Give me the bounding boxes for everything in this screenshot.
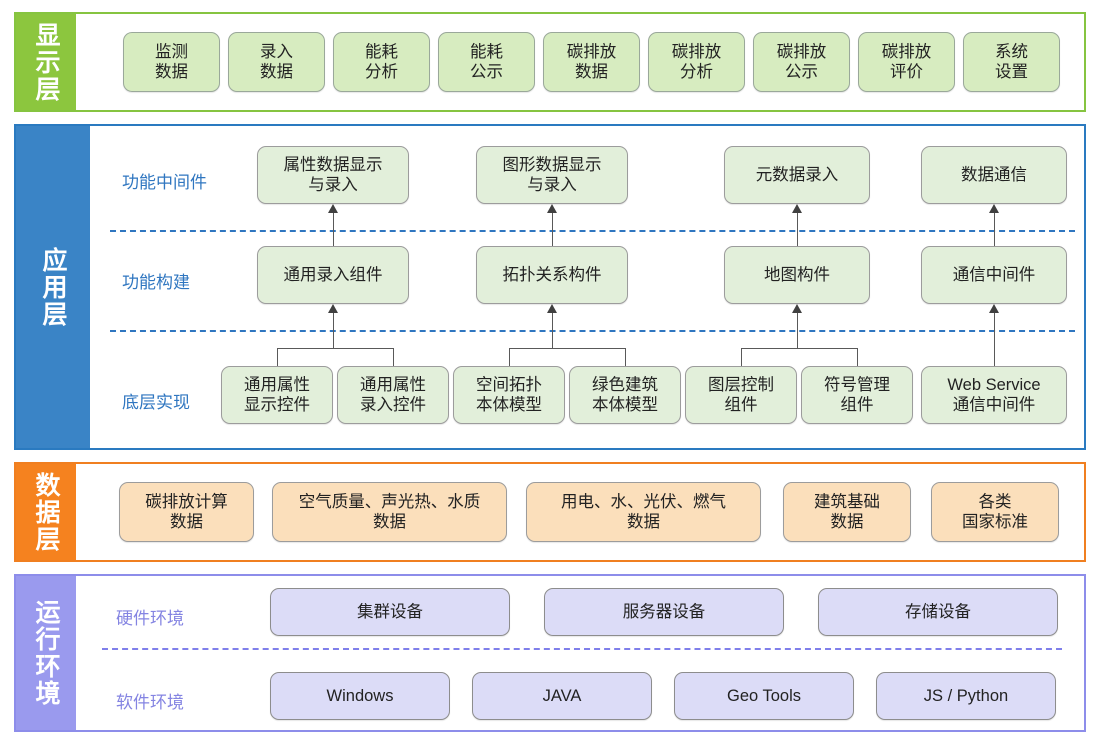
connector-line-impl-to-construction-2 xyxy=(552,313,553,348)
connector-arrow-construction-to-middleware-2 xyxy=(547,204,557,213)
display-node-carbon-data[interactable]: 碳排放 数据 xyxy=(543,32,640,92)
connector-arrow-construction-to-middleware-1 xyxy=(328,204,338,213)
display-layer-body: 监测 数据 录入 数据 能耗 分析 能耗 公示 碳排放 数据 碳排放 分析 碳排… xyxy=(76,14,1084,110)
impl-node-generic-attribute-entry-widget[interactable]: 通用属性 录入控件 xyxy=(337,366,449,424)
data-node-national-standards[interactable]: 各类 国家标准 xyxy=(931,482,1059,542)
impl-node-green-building-ontology-model[interactable]: 绿色建筑 本体模型 xyxy=(569,366,681,424)
connector-bar-impl-group-3 xyxy=(741,348,858,349)
connector-arrow-construction-to-middleware-4 xyxy=(989,204,999,213)
connector-arrow-impl-to-construction-2 xyxy=(547,304,557,313)
construction-node-map-component[interactable]: 地图构件 xyxy=(724,246,870,304)
connector-arrow-impl-to-construction-1 xyxy=(328,304,338,313)
software-node-geo-tools[interactable]: Geo Tools xyxy=(674,672,854,720)
impl-node-spatial-topology-ontology-model[interactable]: 空间拓扑 本体模型 xyxy=(453,366,565,424)
connector-branch-impl-3b xyxy=(857,348,858,366)
display-layer-label: 显示层 xyxy=(16,14,76,110)
data-layer-body: 碳排放计算 数据 空气质量、声光热、水质 数据 用电、水、光伏、燃气 数据 建筑… xyxy=(76,464,1084,560)
display-node-entry-data[interactable]: 录入 数据 xyxy=(228,32,325,92)
row-label-functional-middleware: 功能中间件 xyxy=(122,173,207,192)
connector-arrow-impl-to-construction-3 xyxy=(792,304,802,313)
separator-hardware-software xyxy=(102,648,1062,650)
connector-line-impl-to-construction-4 xyxy=(994,313,995,366)
connector-branch-impl-1b xyxy=(393,348,394,366)
row-label-underlying-implementation: 底层实现 xyxy=(122,393,190,412)
data-node-building-basic-data[interactable]: 建筑基础 数据 xyxy=(783,482,911,542)
row-label-software-environment: 软件环境 xyxy=(116,693,184,712)
display-node-system-settings[interactable]: 系统 设置 xyxy=(963,32,1060,92)
display-node-carbon-evaluation[interactable]: 碳排放 评价 xyxy=(858,32,955,92)
connector-branch-impl-2b xyxy=(625,348,626,366)
connector-branch-impl-1a xyxy=(277,348,278,366)
software-node-windows[interactable]: Windows xyxy=(270,672,450,720)
display-node-carbon-analysis[interactable]: 碳排放 分析 xyxy=(648,32,745,92)
application-layer-label: 应用层 xyxy=(16,126,90,448)
display-node-monitoring-data[interactable]: 监测 数据 xyxy=(123,32,220,92)
hardware-node-cluster-devices[interactable]: 集群设备 xyxy=(270,588,510,636)
construction-node-topology-relation-component[interactable]: 拓扑关系构件 xyxy=(476,246,628,304)
row-label-hardware-environment: 硬件环境 xyxy=(116,609,184,628)
connector-line-construction-to-middleware-4 xyxy=(994,213,995,246)
connector-bar-impl-group-1 xyxy=(277,348,394,349)
data-node-electricity-water-pv-gas[interactable]: 用电、水、光伏、燃气 数据 xyxy=(526,482,761,542)
application-layer-body: 功能中间件 功能构建 底层实现 属性数据显示 与录入 图形数据显示 与录入 元数… xyxy=(90,126,1084,448)
middleware-node-graphic-data-display-entry[interactable]: 图形数据显示 与录入 xyxy=(476,146,628,204)
middleware-node-attribute-data-display-entry[interactable]: 属性数据显示 与录入 xyxy=(257,146,409,204)
connector-branch-impl-2a xyxy=(509,348,510,366)
data-node-carbon-calculation-data[interactable]: 碳排放计算 数据 xyxy=(119,482,254,542)
separator-middleware-construction xyxy=(110,230,1075,232)
display-node-carbon-disclosure[interactable]: 碳排放 公示 xyxy=(753,32,850,92)
impl-node-web-service-communication-middleware[interactable]: Web Service 通信中间件 xyxy=(921,366,1067,424)
connector-line-construction-to-middleware-3 xyxy=(797,213,798,246)
runtime-layer-label: 运行环境 xyxy=(16,576,76,730)
connector-line-construction-to-middleware-1 xyxy=(333,213,334,246)
connector-branch-impl-3a xyxy=(741,348,742,366)
runtime-layer: 运行环境 硬件环境 软件环境 集群设备 服务器设备 存储设备 Windows J… xyxy=(14,574,1086,732)
construction-node-communication-middleware[interactable]: 通信中间件 xyxy=(921,246,1067,304)
runtime-layer-body: 硬件环境 软件环境 集群设备 服务器设备 存储设备 Windows JAVA G… xyxy=(76,576,1084,730)
hardware-node-server-devices[interactable]: 服务器设备 xyxy=(544,588,784,636)
application-layer: 应用层 功能中间件 功能构建 底层实现 属性数据显示 与录入 图形数据显示 与录… xyxy=(14,124,1086,450)
software-node-js-python[interactable]: JS / Python xyxy=(876,672,1056,720)
connector-line-impl-to-construction-3 xyxy=(797,313,798,348)
impl-node-layer-control-component[interactable]: 图层控制 组件 xyxy=(685,366,797,424)
middleware-node-metadata-entry[interactable]: 元数据录入 xyxy=(724,146,870,204)
connector-arrow-construction-to-middleware-3 xyxy=(792,204,802,213)
impl-node-generic-attribute-display-widget[interactable]: 通用属性 显示控件 xyxy=(221,366,333,424)
display-node-energy-analysis[interactable]: 能耗 分析 xyxy=(333,32,430,92)
connector-line-impl-to-construction-1 xyxy=(333,313,334,348)
construction-node-generic-entry-component[interactable]: 通用录入组件 xyxy=(257,246,409,304)
row-label-functional-construction: 功能构建 xyxy=(122,273,190,292)
data-layer: 数据层 碳排放计算 数据 空气质量、声光热、水质 数据 用电、水、光伏、燃气 数… xyxy=(14,462,1086,562)
display-layer: 显示层 监测 数据 录入 数据 能耗 分析 能耗 公示 碳排放 数据 碳排放 分… xyxy=(14,12,1086,112)
connector-line-construction-to-middleware-2 xyxy=(552,213,553,246)
connector-bar-impl-group-2 xyxy=(509,348,626,349)
connector-arrow-impl-to-construction-4 xyxy=(989,304,999,313)
impl-node-symbol-management-component[interactable]: 符号管理 组件 xyxy=(801,366,913,424)
display-node-energy-disclosure[interactable]: 能耗 公示 xyxy=(438,32,535,92)
data-layer-label: 数据层 xyxy=(16,464,76,560)
software-node-java[interactable]: JAVA xyxy=(472,672,652,720)
middleware-node-data-communication[interactable]: 数据通信 xyxy=(921,146,1067,204)
data-node-air-quality-sound-light-heat-water[interactable]: 空气质量、声光热、水质 数据 xyxy=(272,482,507,542)
hardware-node-storage-devices[interactable]: 存储设备 xyxy=(818,588,1058,636)
separator-construction-implementation xyxy=(110,330,1075,332)
